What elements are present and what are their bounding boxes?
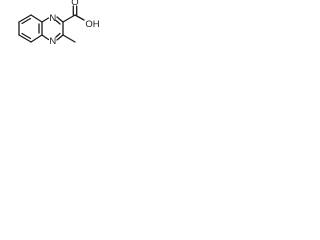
bond — [41, 17, 50, 23]
bond — [41, 34, 50, 41]
bond — [74, 14, 85, 21]
bond — [62, 34, 76, 43]
bond — [56, 34, 64, 41]
double-bond-inner — [21, 17, 32, 25]
atom-label-oh: OH — [85, 19, 99, 30]
methyl-group — [62, 34, 76, 43]
double-bond-inner — [55, 32, 61, 38]
bond — [62, 14, 76, 23]
atom-label-o: O — [71, 0, 78, 8]
carboxyl-group — [62, 5, 85, 23]
bond — [56, 16, 64, 23]
atom-label-n-bottom: N — [49, 36, 56, 47]
pyrazine-ring — [41, 16, 64, 41]
chemical-structure: N N OH O — [18, 0, 100, 47]
bond — [30, 14, 43, 23]
double-bond-inner — [21, 32, 32, 40]
bond — [30, 34, 43, 43]
benzene-ring — [18, 14, 43, 43]
bond — [18, 14, 32, 23]
double-bond-inner — [55, 19, 61, 25]
structure-canvas: N N OH O — [0, 0, 122, 74]
bond — [18, 34, 32, 43]
atom-label-n-top: N — [49, 13, 56, 24]
